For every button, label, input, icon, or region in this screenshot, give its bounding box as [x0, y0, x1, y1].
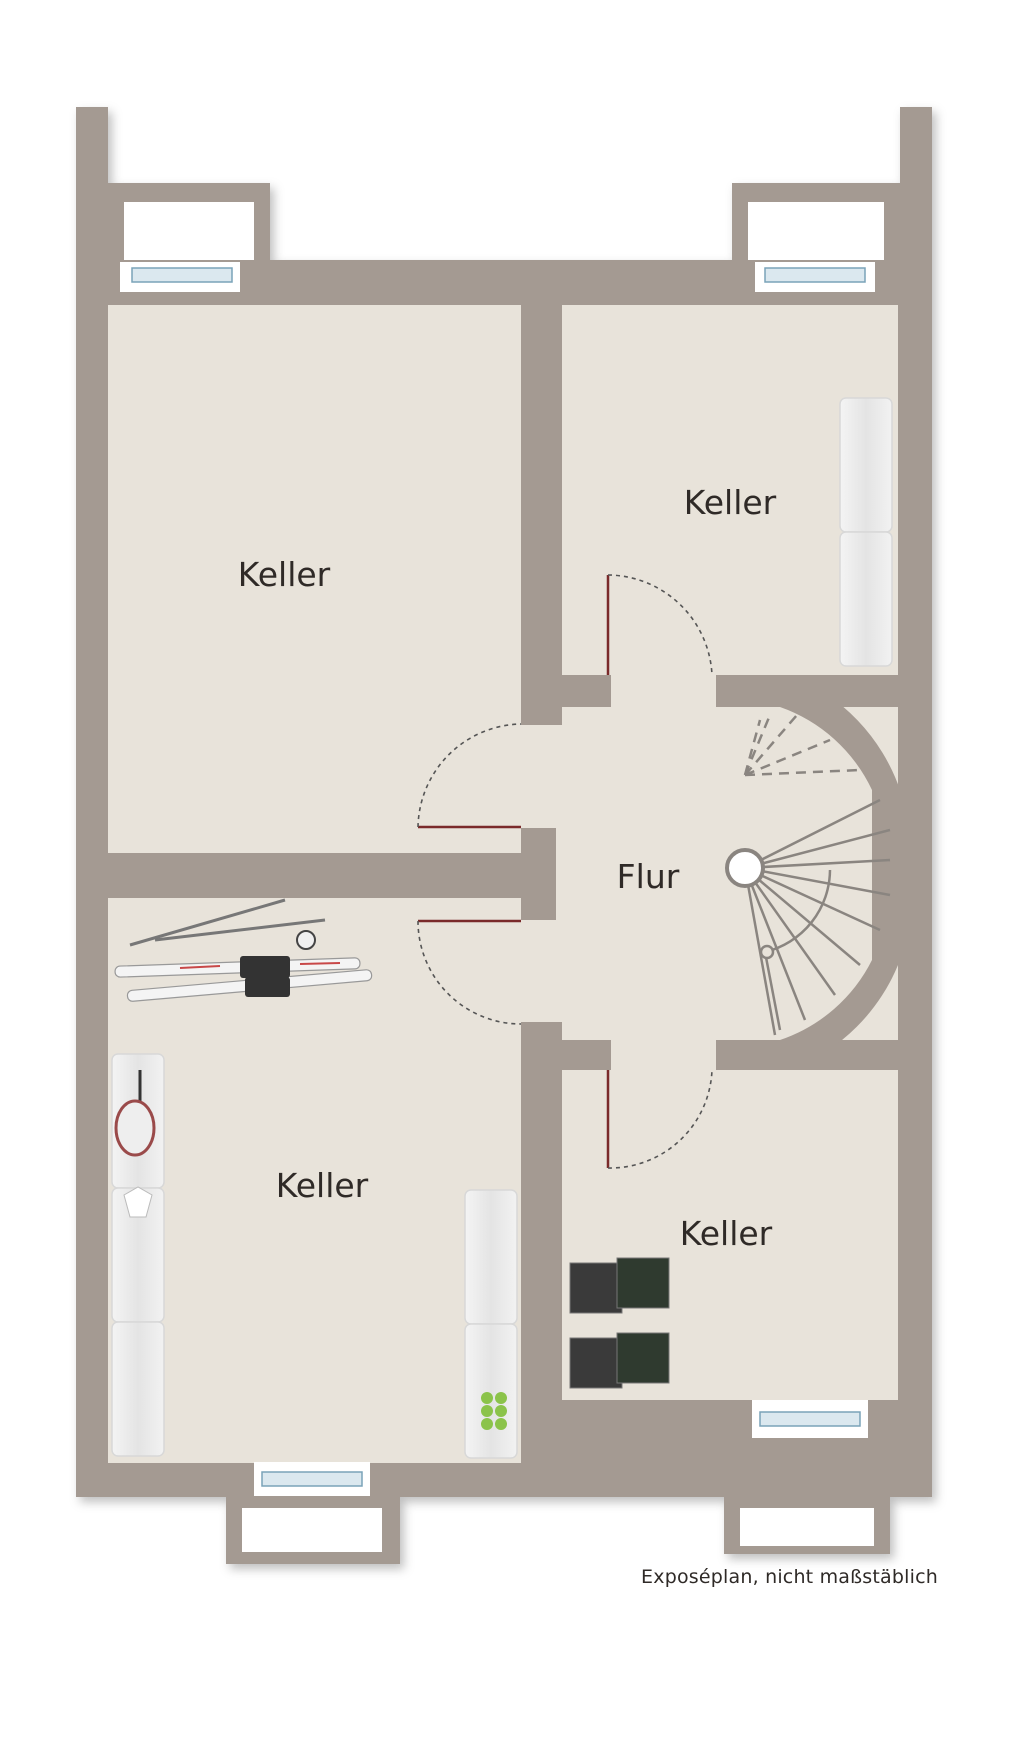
doors [417, 574, 713, 1169]
tennis-racket-icon [114, 1070, 156, 1218]
shelf-icon [111, 1321, 165, 1457]
window-icon [748, 202, 884, 292]
floors [108, 305, 898, 1463]
ski-icon [114, 898, 373, 1002]
room-label-keller-top-left: Keller [238, 555, 331, 594]
room-label-keller-bottom-right: Keller [680, 1214, 773, 1253]
window-icon [242, 1462, 382, 1552]
shelf-icon [464, 1189, 518, 1325]
door-swing-icon [606, 574, 713, 676]
door-swing-icon [417, 723, 522, 829]
window-icon [740, 1400, 874, 1546]
room-label-keller-top-right: Keller [684, 483, 777, 522]
room-label-flur: Flur [617, 857, 680, 896]
bottle-crate-icon [569, 1257, 670, 1314]
window-icon [120, 202, 254, 292]
shelf-icon [464, 1323, 518, 1459]
plan-caption: Exposéplan, nicht maßstäblich [641, 1566, 938, 1588]
bottle-crate-icon [569, 1332, 670, 1389]
door-swing-icon [606, 1069, 713, 1169]
interior-walls [108, 305, 900, 1463]
spiral-staircase-icon [725, 714, 891, 1036]
door-swing-icon [417, 919, 522, 1025]
room-labels: Keller Keller Flur Keller Keller [238, 483, 777, 1253]
windows [120, 202, 884, 1552]
ball-crate-icon [481, 1392, 507, 1430]
bottle-crates [481, 1257, 670, 1430]
shelf-icon [839, 397, 893, 533]
room-label-keller-bottom-left: Keller [276, 1166, 369, 1205]
shelf-icon [839, 531, 893, 667]
